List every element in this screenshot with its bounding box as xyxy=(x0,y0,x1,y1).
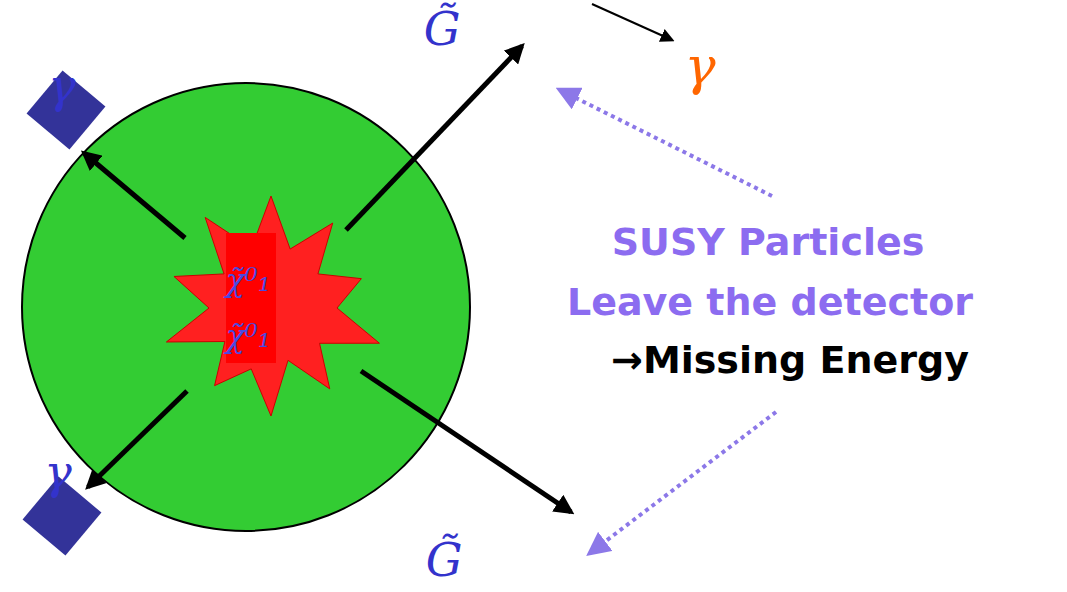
photon-label: γ xyxy=(44,445,72,499)
pointer-arrow xyxy=(592,4,672,40)
dotted-pointer xyxy=(590,412,776,553)
caption-line: →Missing Energy xyxy=(611,338,969,382)
gravitino-label: G̃ xyxy=(426,533,463,587)
photon-track xyxy=(84,153,185,238)
highlight-block xyxy=(226,233,276,363)
particle-symbol: χ̃⁰₁ xyxy=(225,317,270,355)
starburst-outline xyxy=(166,196,379,416)
detector-circle xyxy=(22,83,470,531)
gravitino-track xyxy=(361,371,571,512)
photon-track xyxy=(88,391,187,487)
caption-line: Leave the detector xyxy=(567,280,973,324)
dotted-pointer xyxy=(560,90,772,196)
starburst-shape xyxy=(158,193,384,423)
collision-starburst: χ̃⁰₁ χ̃⁰₁ xyxy=(158,193,384,423)
gravitino-track xyxy=(346,46,522,230)
particle-symbol: χ̃⁰₁ xyxy=(225,261,270,299)
gravitino-label: G̃ xyxy=(424,2,461,56)
caption-line: SUSY Particles xyxy=(612,220,925,264)
photon-label: γ xyxy=(684,36,715,96)
photon-label: γ xyxy=(48,59,76,113)
